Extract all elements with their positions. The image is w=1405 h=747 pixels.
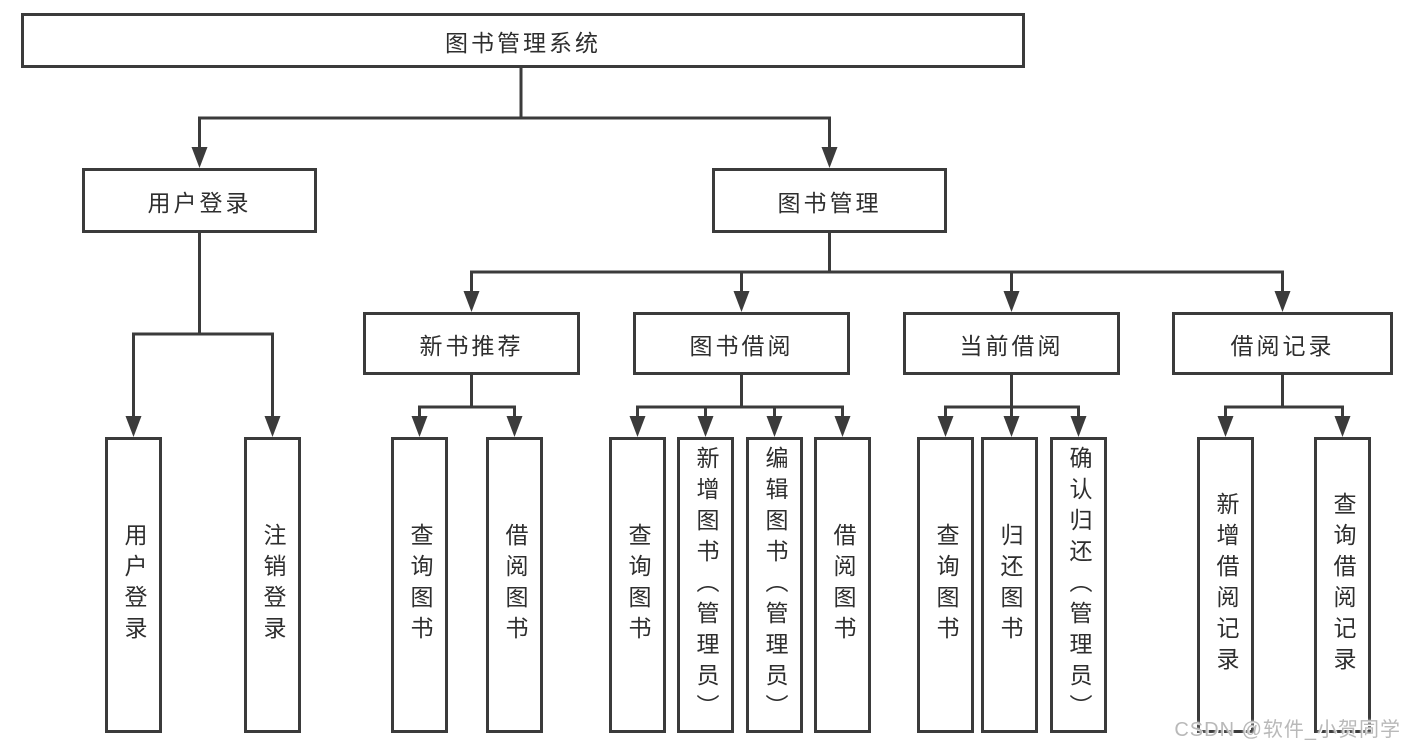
leaf-borrow-books-recommend-label: 借阅图书 xyxy=(502,523,528,647)
leaf-query-books-current-label: 查询图书 xyxy=(933,523,959,647)
leaf-return-books: 归还图书 xyxy=(981,437,1038,733)
leaf-return-books-label: 归还图书 xyxy=(997,523,1023,647)
node-user-login: 用户登录 xyxy=(82,168,317,233)
node-borrow-records-label: 借阅记录 xyxy=(1230,332,1335,359)
node-user-login-label: 用户登录 xyxy=(147,189,252,216)
node-book-management: 图书管理 xyxy=(712,168,947,233)
leaf-query-borrow-record: 查询借阅记录 xyxy=(1314,437,1371,733)
node-root-label: 图书管理系统 xyxy=(445,29,601,56)
node-borrow-records: 借阅记录 xyxy=(1172,312,1393,375)
leaf-add-book-admin-label: 新增图书（管理员） xyxy=(693,445,719,725)
leaf-add-book-admin: 新增图书（管理员） xyxy=(677,437,734,733)
node-book-borrow: 图书借阅 xyxy=(633,312,850,375)
leaf-confirm-return-admin: 确认归还（管理员） xyxy=(1050,437,1107,733)
leaf-borrow-books-recommend: 借阅图书 xyxy=(486,437,543,733)
leaf-query-books-borrow-label: 查询图书 xyxy=(625,523,651,647)
node-book-management-label: 图书管理 xyxy=(777,189,882,216)
node-current-borrow: 当前借阅 xyxy=(903,312,1120,375)
leaf-query-borrow-record-label: 查询借阅记录 xyxy=(1330,492,1356,678)
node-current-borrow-label: 当前借阅 xyxy=(959,332,1064,359)
leaf-logout-label: 注销登录 xyxy=(260,523,286,647)
leaf-confirm-return-admin-label: 确认归还（管理员） xyxy=(1066,445,1092,725)
leaf-logout: 注销登录 xyxy=(244,437,301,733)
node-new-book-recommend: 新书推荐 xyxy=(363,312,580,375)
leaf-query-books-recommend-label: 查询图书 xyxy=(407,523,433,647)
leaf-borrow-books: 借阅图书 xyxy=(814,437,871,733)
node-new-book-recommend-label: 新书推荐 xyxy=(419,332,524,359)
node-book-borrow-label: 图书借阅 xyxy=(689,332,794,359)
leaf-add-borrow-record: 新增借阅记录 xyxy=(1197,437,1254,733)
node-root: 图书管理系统 xyxy=(21,13,1025,68)
leaf-query-books-recommend: 查询图书 xyxy=(391,437,448,733)
leaf-add-borrow-record-label: 新增借阅记录 xyxy=(1213,492,1239,678)
leaf-user-login-label: 用户登录 xyxy=(121,523,147,647)
watermark: CSDN @软件_小贺同学 xyxy=(1174,719,1401,741)
leaf-query-books-current: 查询图书 xyxy=(917,437,974,733)
leaf-user-login: 用户登录 xyxy=(105,437,162,733)
leaf-query-books-borrow: 查询图书 xyxy=(609,437,666,733)
leaf-edit-book-admin-label: 编辑图书（管理员） xyxy=(762,445,788,725)
leaf-borrow-books-label: 借阅图书 xyxy=(830,523,856,647)
leaf-edit-book-admin: 编辑图书（管理员） xyxy=(746,437,803,733)
arrowheads xyxy=(125,147,1351,437)
